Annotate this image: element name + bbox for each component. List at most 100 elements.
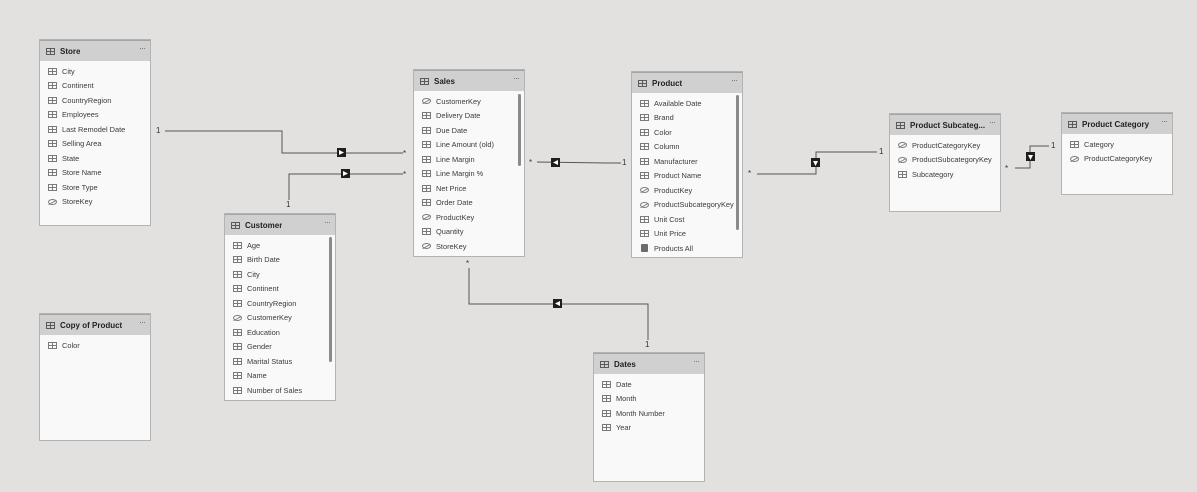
- cardinality-many: *: [403, 149, 407, 158]
- table-header[interactable]: Sales ···: [414, 70, 524, 91]
- more-options-icon[interactable]: ···: [989, 117, 996, 127]
- more-options-icon[interactable]: ···: [139, 317, 146, 327]
- field-label: Date: [616, 379, 632, 389]
- more-options-icon[interactable]: ···: [1161, 116, 1168, 126]
- field-row[interactable]: Continent: [40, 79, 150, 94]
- field-row[interactable]: CustomerKey: [414, 94, 524, 109]
- more-options-icon[interactable]: ···: [731, 75, 738, 85]
- field-row[interactable]: Color: [40, 338, 150, 353]
- field-label: Selling Area: [62, 139, 102, 149]
- field-row[interactable]: ProductCategoryKey: [890, 138, 1000, 153]
- scrollbar[interactable]: [518, 94, 521, 166]
- field-row[interactable]: Store Type: [40, 180, 150, 195]
- relationship-store-sales[interactable]: [165, 130, 403, 154]
- field-row[interactable]: Products All: [632, 241, 742, 256]
- field-row[interactable]: Age: [225, 238, 335, 253]
- field-row[interactable]: Brand: [632, 111, 742, 126]
- field-row[interactable]: Employees: [40, 108, 150, 123]
- column-icon: [640, 143, 649, 151]
- field-row[interactable]: Unit Price: [632, 227, 742, 242]
- field-row[interactable]: Month: [594, 392, 704, 407]
- field-row[interactable]: Line Margin: [414, 152, 524, 167]
- field-row[interactable]: Available Date: [632, 96, 742, 111]
- table-header[interactable]: Store ···: [40, 40, 150, 61]
- field-label: Year: [616, 423, 631, 433]
- table-card-product-subcategory[interactable]: Product Subcateg... ··· ProductCategoryK…: [889, 113, 1001, 212]
- field-row[interactable]: Product Name: [632, 169, 742, 184]
- more-options-icon[interactable]: ···: [693, 356, 700, 366]
- field-row[interactable]: Number of Sales: [225, 383, 335, 398]
- field-row[interactable]: Selling Area: [40, 137, 150, 152]
- table-icon: [46, 321, 55, 329]
- field-row[interactable]: ProductSubcategoryKey: [890, 153, 1000, 168]
- field-row[interactable]: Unit Cost: [632, 212, 742, 227]
- field-row[interactable]: City: [225, 267, 335, 282]
- field-row[interactable]: Education: [225, 325, 335, 340]
- scrollbar[interactable]: [736, 95, 739, 230]
- field-row[interactable]: Store Name: [40, 166, 150, 181]
- field-row[interactable]: ProductCategoryKey: [1062, 152, 1172, 167]
- field-row[interactable]: Due Date: [414, 123, 524, 138]
- field-row[interactable]: Quantity: [414, 225, 524, 240]
- field-row[interactable]: StoreKey: [40, 195, 150, 210]
- field-row[interactable]: CountryRegion: [40, 93, 150, 108]
- field-row[interactable]: Delivery Date: [414, 109, 524, 124]
- column-icon: [422, 126, 431, 134]
- field-row[interactable]: Manufacturer: [632, 154, 742, 169]
- table-header[interactable]: Product Category ···: [1062, 113, 1172, 134]
- field-row[interactable]: Category: [1062, 137, 1172, 152]
- field-label: Products All: [654, 243, 694, 253]
- field-row[interactable]: Last Remodel Date: [40, 122, 150, 137]
- field-row[interactable]: Year: [594, 421, 704, 436]
- field-row[interactable]: Color: [632, 125, 742, 140]
- field-row[interactable]: Continent: [225, 282, 335, 297]
- scrollbar[interactable]: [329, 237, 332, 362]
- table-header[interactable]: Product ···: [632, 72, 742, 93]
- cardinality-one: 1: [1051, 141, 1056, 150]
- field-row[interactable]: StoreKey: [414, 239, 524, 254]
- more-options-icon[interactable]: ···: [139, 43, 146, 53]
- field-row[interactable]: City: [40, 64, 150, 79]
- field-row[interactable]: Column: [632, 140, 742, 155]
- field-row[interactable]: Gender: [225, 340, 335, 355]
- field-row[interactable]: Month Number: [594, 406, 704, 421]
- table-title: Dates: [614, 359, 636, 369]
- field-row[interactable]: CustomerKey: [225, 311, 335, 326]
- field-label: Line Amount (old): [436, 140, 494, 150]
- table-header[interactable]: Dates ···: [594, 353, 704, 374]
- field-row[interactable]: Marital Status: [225, 354, 335, 369]
- field-row[interactable]: Net Price: [414, 181, 524, 196]
- field-row[interactable]: ProductKey: [632, 183, 742, 198]
- field-row[interactable]: CountryRegion: [225, 296, 335, 311]
- relationship-product-sales[interactable]: [536, 161, 621, 164]
- field-row[interactable]: ProductKey: [414, 210, 524, 225]
- field-row[interactable]: Subcategory: [890, 167, 1000, 182]
- field-row[interactable]: Date: [594, 377, 704, 392]
- column-icon: [48, 82, 57, 90]
- relationship-customer-sales[interactable]: [288, 173, 403, 200]
- table-header[interactable]: Product Subcateg... ···: [890, 114, 1000, 135]
- field-row[interactable]: Order Date: [414, 196, 524, 211]
- table-icon: [46, 47, 55, 55]
- cardinality-one: 1: [156, 126, 161, 135]
- field-row[interactable]: Line Margin %: [414, 167, 524, 182]
- field-row[interactable]: Name: [225, 369, 335, 384]
- field-row[interactable]: Birth Date: [225, 253, 335, 268]
- cardinality-one: 1: [645, 340, 650, 349]
- more-options-icon[interactable]: ···: [324, 217, 331, 227]
- field-label: Line Margin %: [436, 169, 484, 179]
- more-options-icon[interactable]: ···: [513, 73, 520, 83]
- field-row[interactable]: Line Amount (old): [414, 138, 524, 153]
- table-header[interactable]: Customer ···: [225, 214, 335, 235]
- table-card-copy-of-product[interactable]: Copy of Product ··· Color: [39, 313, 151, 441]
- field-row[interactable]: State: [40, 151, 150, 166]
- table-header[interactable]: Copy of Product ···: [40, 314, 150, 335]
- field-row[interactable]: ProductSubcategoryKey: [632, 198, 742, 213]
